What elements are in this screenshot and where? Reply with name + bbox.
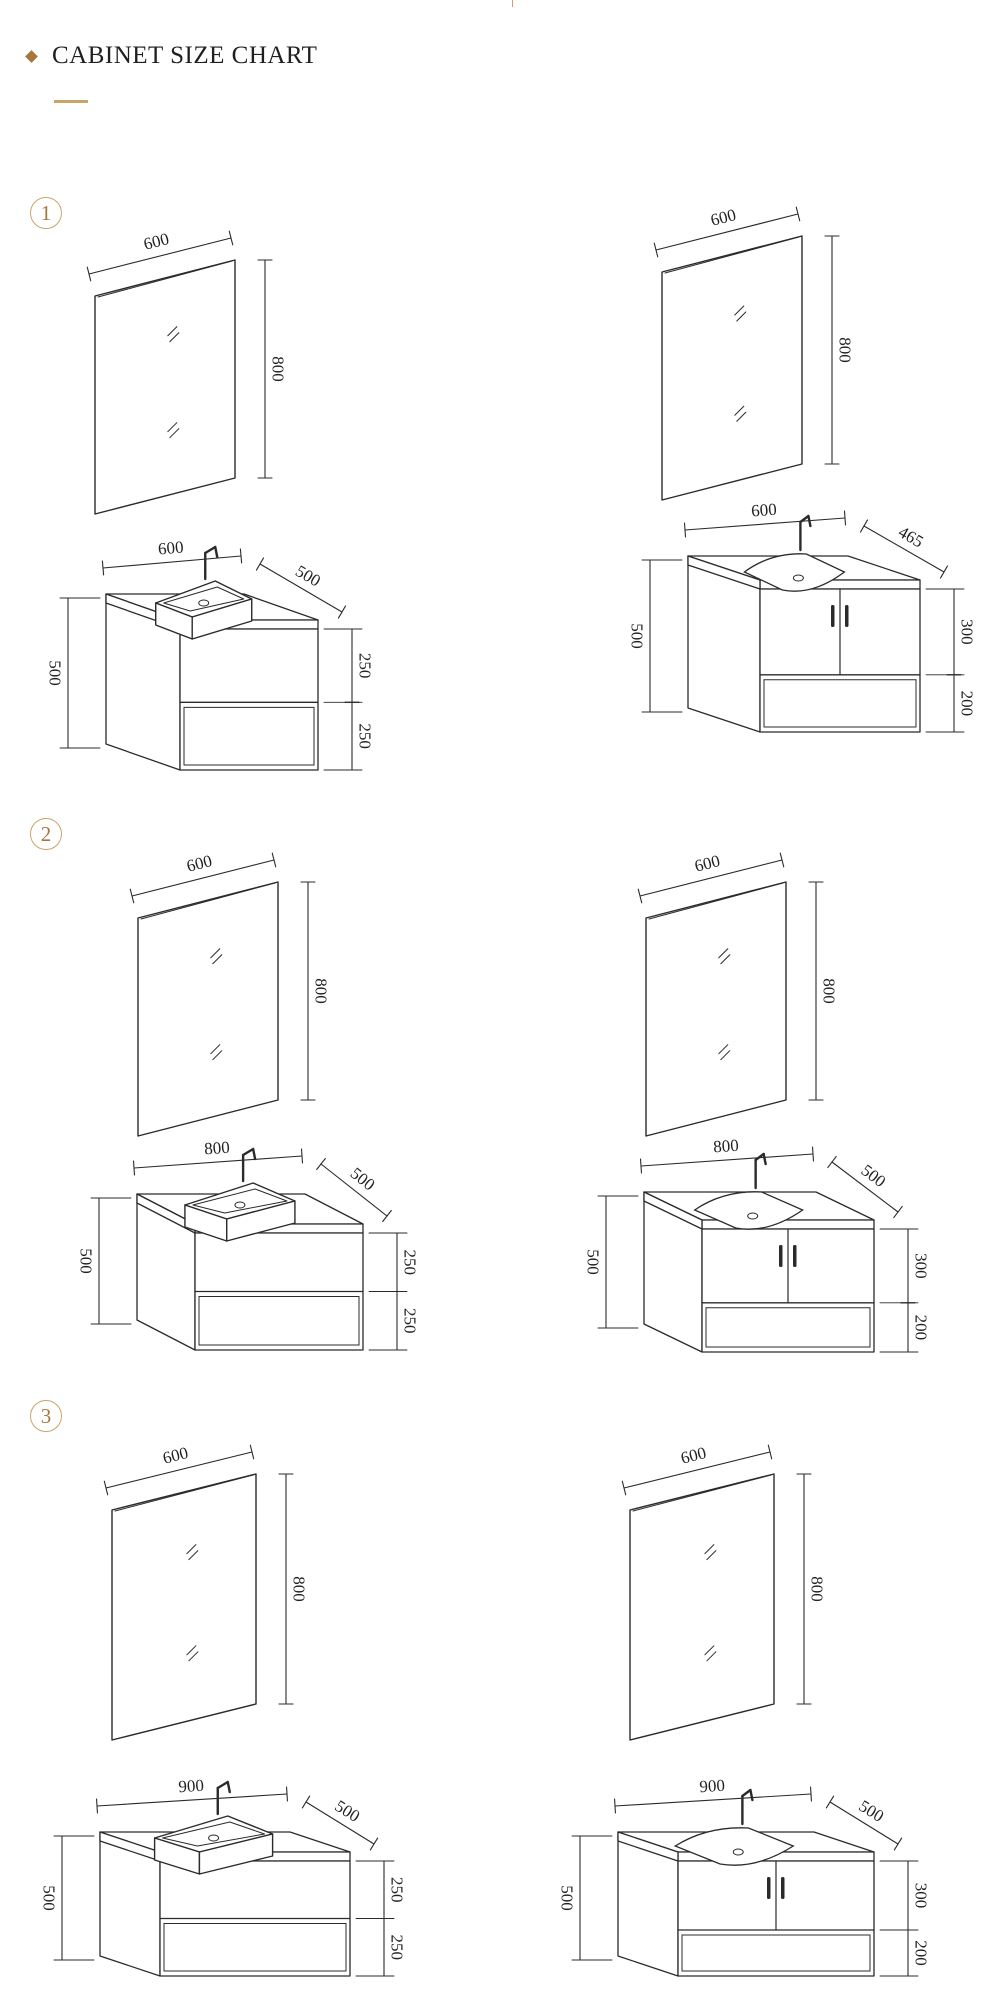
mirror-panel [111, 1473, 257, 1741]
dimension-label: 600 [693, 851, 722, 876]
integrated-basin [743, 553, 846, 592]
dimension-label: 300 [912, 1883, 931, 1909]
integrated-basin [673, 1827, 795, 1866]
drain-icon [208, 1834, 220, 1842]
dimension-label: 600 [185, 851, 214, 876]
door-handle [831, 605, 835, 627]
dimension-label: 600 [161, 1443, 190, 1468]
page-title: CABINET SIZE CHART [52, 42, 318, 69]
vanity-set: 600 800 900 500 500 250 250 [40, 1443, 407, 1977]
page-header: CABINET SIZE CHART [0, 0, 1000, 120]
dimension-label: 250 [356, 653, 375, 679]
dimension-label: 500 [77, 1248, 96, 1274]
dimension-label: 500 [347, 1164, 379, 1195]
dimension-label: 500 [46, 660, 65, 686]
vessel-basin-front [226, 1200, 296, 1242]
door-handle [793, 1245, 797, 1267]
dimension-label: 800 [204, 1138, 231, 1159]
dimension-label: 500 [628, 623, 647, 649]
dimension-label: 500 [584, 1249, 603, 1275]
mirror-panel [629, 1473, 775, 1741]
mirror-panel [645, 881, 787, 1137]
vanity-diagram-right: 600 800 800 500 500 300 200 [584, 851, 931, 1353]
drain-icon [234, 1201, 246, 1209]
vessel-basin-inner [192, 1188, 288, 1214]
dimension-label: 250 [401, 1250, 420, 1276]
dimension-label: 300 [958, 619, 977, 645]
dimension-label: 500 [858, 1161, 890, 1192]
dimension-label: 600 [751, 500, 778, 521]
door-handle [781, 1877, 785, 1899]
dimension-label: 800 [290, 1576, 309, 1602]
drain-icon [792, 574, 804, 582]
integrated-basin [693, 1191, 805, 1230]
dimension-label: 600 [157, 537, 184, 558]
section-number-badge: 2 [30, 818, 62, 850]
dimension-label: 800 [312, 978, 331, 1004]
door-handle [767, 1877, 771, 1899]
door-handle [779, 1245, 783, 1267]
dimension-label: 250 [356, 723, 375, 749]
top-divider-tick [512, 0, 513, 7]
dimension-label: 600 [142, 229, 171, 254]
dimension-label: 500 [332, 1796, 364, 1826]
dimension-label: 250 [401, 1308, 420, 1334]
dimension-label: 900 [178, 1776, 205, 1797]
dimension-label: 250 [388, 1877, 407, 1903]
drain-icon [732, 1848, 744, 1856]
dimension-label: 800 [836, 337, 855, 363]
dimension-label: 600 [679, 1443, 708, 1468]
vessel-basin-inner [162, 1821, 266, 1847]
drain-icon [747, 1212, 759, 1220]
dimension-label: 200 [958, 691, 977, 717]
vanity-set: 600 800 800 500 500 300 200 [584, 851, 931, 1353]
vanity-diagram-left: 600 800 900 500 500 250 250 [40, 1443, 407, 1977]
mirror-panel [137, 881, 279, 1137]
vessel-basin-front [198, 1833, 274, 1875]
vanity-set: 600 800 800 500 500 250 250 [77, 851, 420, 1351]
dimension-label: 500 [40, 1885, 59, 1911]
drain-icon [198, 599, 210, 607]
dimension-label: 800 [808, 1576, 827, 1602]
dimension-label: 800 [820, 978, 839, 1004]
dimension-label: 300 [912, 1253, 931, 1279]
dimension-label: 200 [912, 1315, 931, 1341]
mirror-panel [661, 235, 803, 501]
dimension-label: 600 [709, 205, 738, 230]
dimension-label: 800 [713, 1136, 740, 1157]
dimension-label: 200 [912, 1940, 931, 1966]
vanity-diagram-left: 600 800 800 500 500 250 250 [77, 851, 420, 1351]
vanity-diagram-right: 600 800 900 500 500 300 200 [558, 1443, 931, 1977]
diamond-icon [25, 50, 38, 63]
dimension-label: 500 [558, 1885, 577, 1911]
vessel-basin-inner [163, 586, 245, 612]
title-underline [54, 100, 88, 103]
dimension-label: 900 [699, 1776, 726, 1797]
vanity-set: 600 800 900 500 500 300 200 [558, 1443, 931, 1977]
cabinet-front [179, 628, 319, 771]
dimension-label: 500 [856, 1796, 888, 1826]
vessel-basin-front [191, 598, 253, 640]
dimension-label: 800 [269, 356, 288, 382]
mirror-panel [94, 259, 236, 515]
section-number-badge: 1 [30, 197, 62, 229]
section-number-badge: 3 [30, 1400, 62, 1432]
door-handle [845, 605, 849, 627]
dimension-label: 250 [388, 1935, 407, 1961]
